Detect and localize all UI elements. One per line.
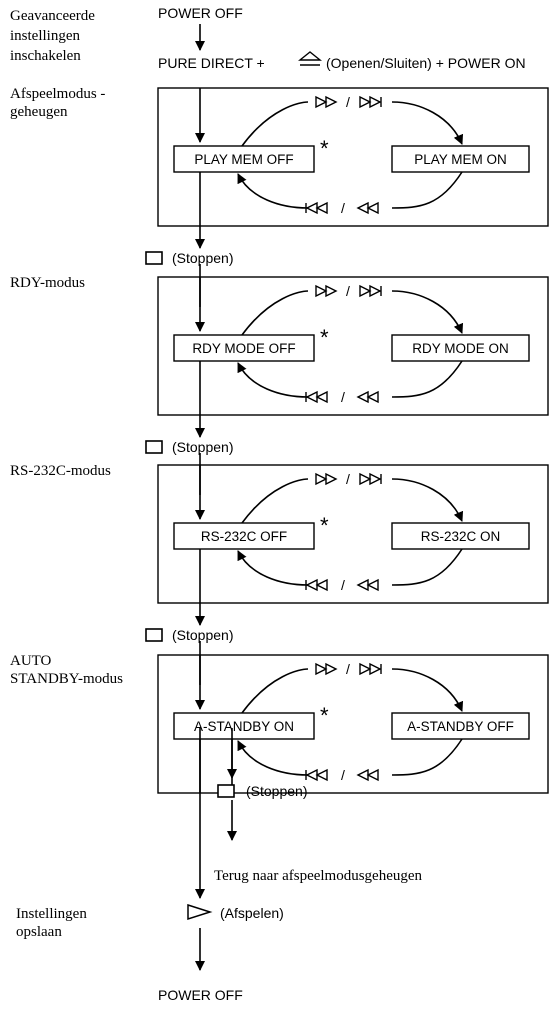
stop-label: (Stoppen) [172, 627, 233, 643]
stop-icon [145, 440, 163, 454]
fast-forward-icon [315, 662, 338, 676]
stop-label: (Stoppen) [172, 439, 233, 455]
state-box-right [391, 145, 530, 173]
state-label-left: A-STANDBY ON [194, 719, 294, 734]
forward-skip-icon [359, 284, 382, 298]
curve-arrow-top-right [391, 290, 464, 334]
stop-label: (Stoppen) [172, 250, 233, 266]
state-label-left: RS-232C OFF [201, 529, 287, 544]
stop-icon [145, 251, 163, 265]
separator: / [346, 94, 350, 110]
default-marker: * [320, 703, 329, 728]
power-off-top: POWER OFF [158, 5, 243, 21]
state-box-right [391, 522, 530, 550]
curve-arrow-bottom-right [391, 360, 463, 398]
combo-pure-direct: PURE DIRECT + [158, 55, 265, 71]
state-box-left [173, 334, 315, 362]
fast-forward-icon [315, 95, 338, 109]
separator: / [341, 200, 345, 216]
fast-forward-icon [315, 472, 338, 486]
state-label-right: RDY MODE ON [412, 341, 509, 356]
return-label: Terug naar afspeelmodusgeheugen [214, 868, 423, 884]
forward-skip-icon [359, 662, 382, 676]
panel-label: Afspeelmodus -geheugen [10, 86, 105, 120]
backward-skip-icon [305, 768, 328, 782]
rewind-icon [356, 768, 379, 782]
state-box-right [391, 334, 530, 362]
state-label-right: PLAY MEM ON [414, 152, 507, 167]
curve-arrow-top-right [391, 101, 464, 145]
backward-skip-icon [305, 390, 328, 404]
separator: / [346, 471, 350, 487]
fast-forward-icon [315, 284, 338, 298]
curve-arrow-bottom-left [237, 173, 309, 209]
curve-arrow-bottom-right [391, 738, 463, 776]
curve-arrow-bottom-left [237, 740, 309, 776]
default-marker: * [320, 325, 329, 350]
curve-arrow-top-right [391, 478, 464, 522]
state-label-left: PLAY MEM OFF [194, 152, 293, 167]
panel-frame [157, 654, 549, 794]
curve-arrow-top-left [241, 478, 309, 524]
curve-arrow-top-left [241, 668, 309, 714]
power-off-bottom: POWER OFF [158, 987, 243, 1003]
backward-skip-icon [305, 201, 328, 215]
stop-icon [145, 628, 163, 642]
advanced-settings-label: Geavanceerde instellingen inschakelen [10, 8, 99, 64]
panel-frame [157, 87, 549, 227]
curve-arrow-bottom-left [237, 362, 309, 398]
rewind-icon [356, 578, 379, 592]
separator: / [341, 577, 345, 593]
forward-skip-icon [359, 472, 382, 486]
backward-skip-icon [305, 578, 328, 592]
curve-arrow-top-right [391, 668, 464, 712]
curve-arrow-bottom-right [391, 171, 463, 209]
panel-label: RS-232C-modus [10, 463, 111, 479]
curve-arrow-top-left [241, 290, 309, 336]
separator: / [346, 661, 350, 677]
curve-arrow-bottom-left [237, 550, 309, 586]
state-label-right: A-STANDBY OFF [407, 719, 514, 734]
panel-frame [157, 276, 549, 416]
curve-arrow-bottom-right [391, 548, 463, 586]
rewind-icon [356, 201, 379, 215]
separator: / [341, 389, 345, 405]
state-box-right [391, 712, 530, 740]
default-marker: * [320, 136, 329, 161]
separator: / [346, 283, 350, 299]
state-label-right: RS-232C ON [421, 529, 501, 544]
play-label: (Afspelen) [220, 905, 284, 921]
state-box-left [173, 712, 315, 740]
eject-icon [298, 51, 322, 66]
panel-label: RDY-modus [10, 275, 85, 291]
default-marker: * [320, 513, 329, 538]
state-box-left [173, 145, 315, 173]
save-settings-label: Instellingen opslaan [16, 906, 91, 940]
play-icon [187, 903, 213, 921]
stop-icon [217, 784, 235, 798]
panel-frame [157, 464, 549, 604]
curve-arrow-top-left [241, 101, 309, 147]
state-label-left: RDY MODE OFF [192, 341, 295, 356]
forward-skip-icon [359, 95, 382, 109]
separator: / [341, 767, 345, 783]
combo-open-close-power-on: (Openen/Sluiten) + POWER ON [326, 55, 526, 71]
state-box-left [173, 522, 315, 550]
rewind-icon [356, 390, 379, 404]
stop-label: (Stoppen) [246, 783, 307, 799]
